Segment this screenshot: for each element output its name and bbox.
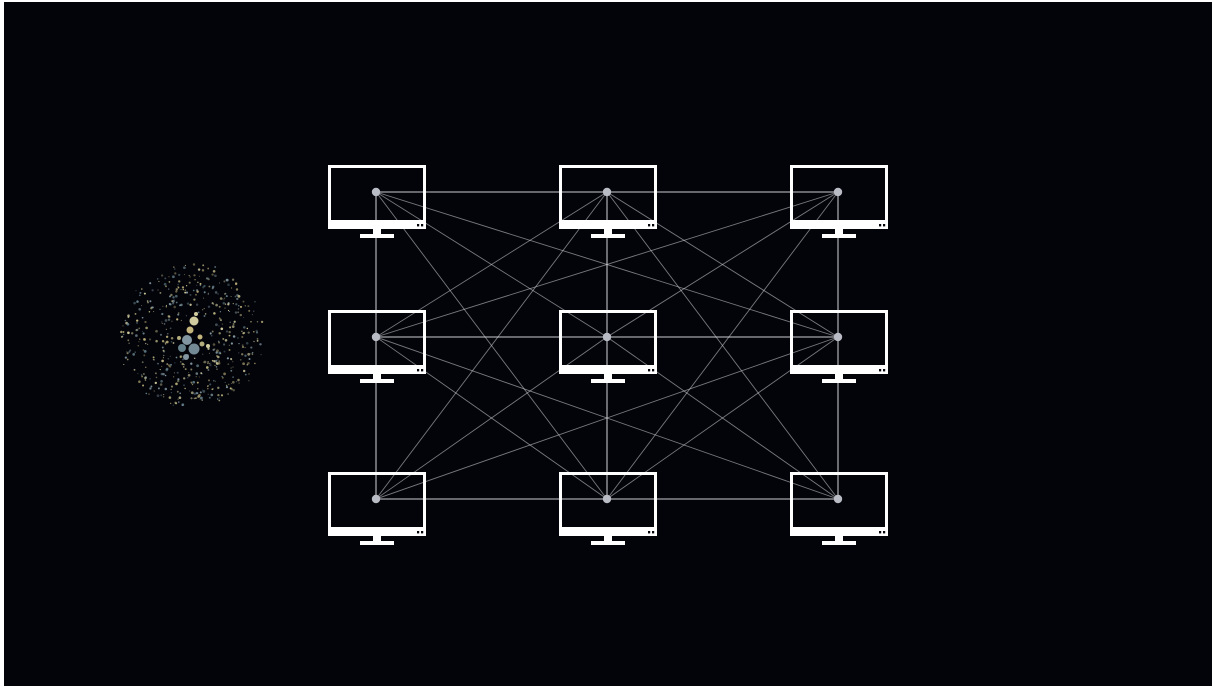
node-dot-r3c1: [372, 495, 380, 503]
node-dot-r1c3: [834, 188, 842, 196]
node-dot-r2c2: [603, 333, 611, 341]
particle-swarm-icon: [120, 263, 263, 406]
node-dot-r1c1: [372, 188, 380, 196]
network-links: [376, 192, 838, 499]
monitor-icon-r2c1: [328, 312, 426, 384]
monitor-icon-r1c2: [559, 167, 657, 239]
node-dot-r2c3: [834, 333, 842, 341]
node-dot-r3c2: [603, 495, 611, 503]
monitor-icon-r3c2: [559, 474, 657, 546]
monitor-icon-r2c3: [790, 312, 888, 384]
monitor-icon-r2c2: [559, 312, 657, 384]
diagram-canvas: [4, 2, 1212, 686]
monitor-icon-r3c3: [790, 474, 888, 546]
monitor-icon-r3c1: [328, 474, 426, 546]
computer-nodes: [328, 167, 888, 546]
network-diagram: [4, 2, 1212, 686]
monitor-icon-r1c1: [328, 167, 426, 239]
node-dot-r3c3: [834, 495, 842, 503]
node-dot-r1c2: [603, 188, 611, 196]
node-dot-r2c1: [372, 333, 380, 341]
